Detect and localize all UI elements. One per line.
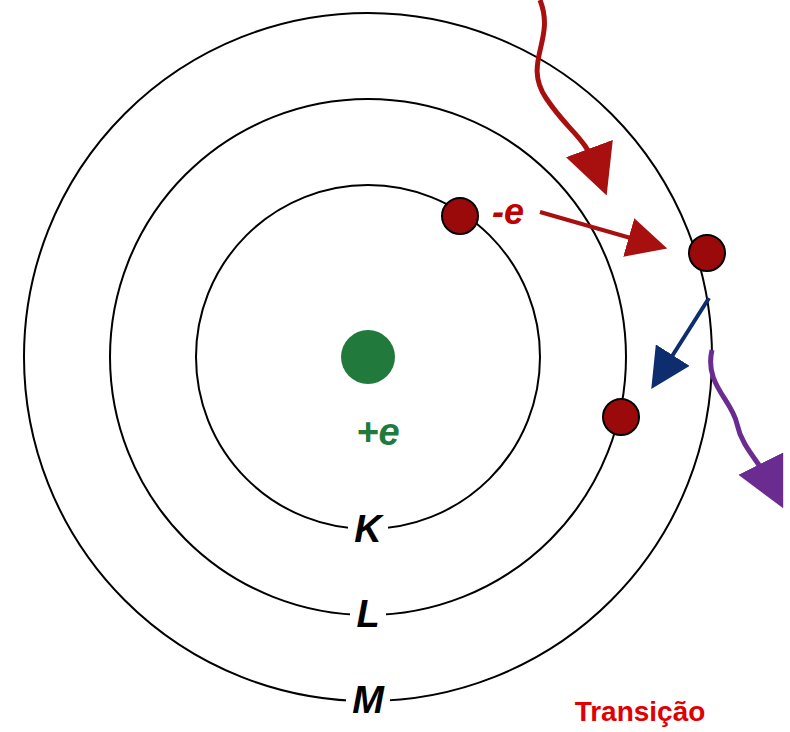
orbit-l: [110, 99, 626, 615]
caption-note: Transição: [575, 698, 706, 726]
orbit-m: [24, 13, 712, 701]
photon-in: [537, 0, 598, 172]
shell-name: L: [350, 595, 385, 633]
shell-name: M: [346, 681, 390, 719]
jump-arrow: [540, 212, 648, 243]
nucleus: [341, 330, 395, 384]
photon-out: [711, 350, 772, 486]
nucleus-charge: +e: [356, 413, 399, 451]
electron-charge: -e: [492, 194, 524, 230]
electron: [603, 399, 639, 435]
electron: [689, 235, 725, 271]
shell-name: K: [348, 510, 387, 548]
fall-arrow: [662, 298, 709, 372]
electron: [442, 198, 478, 234]
orbit-k: [196, 185, 540, 529]
